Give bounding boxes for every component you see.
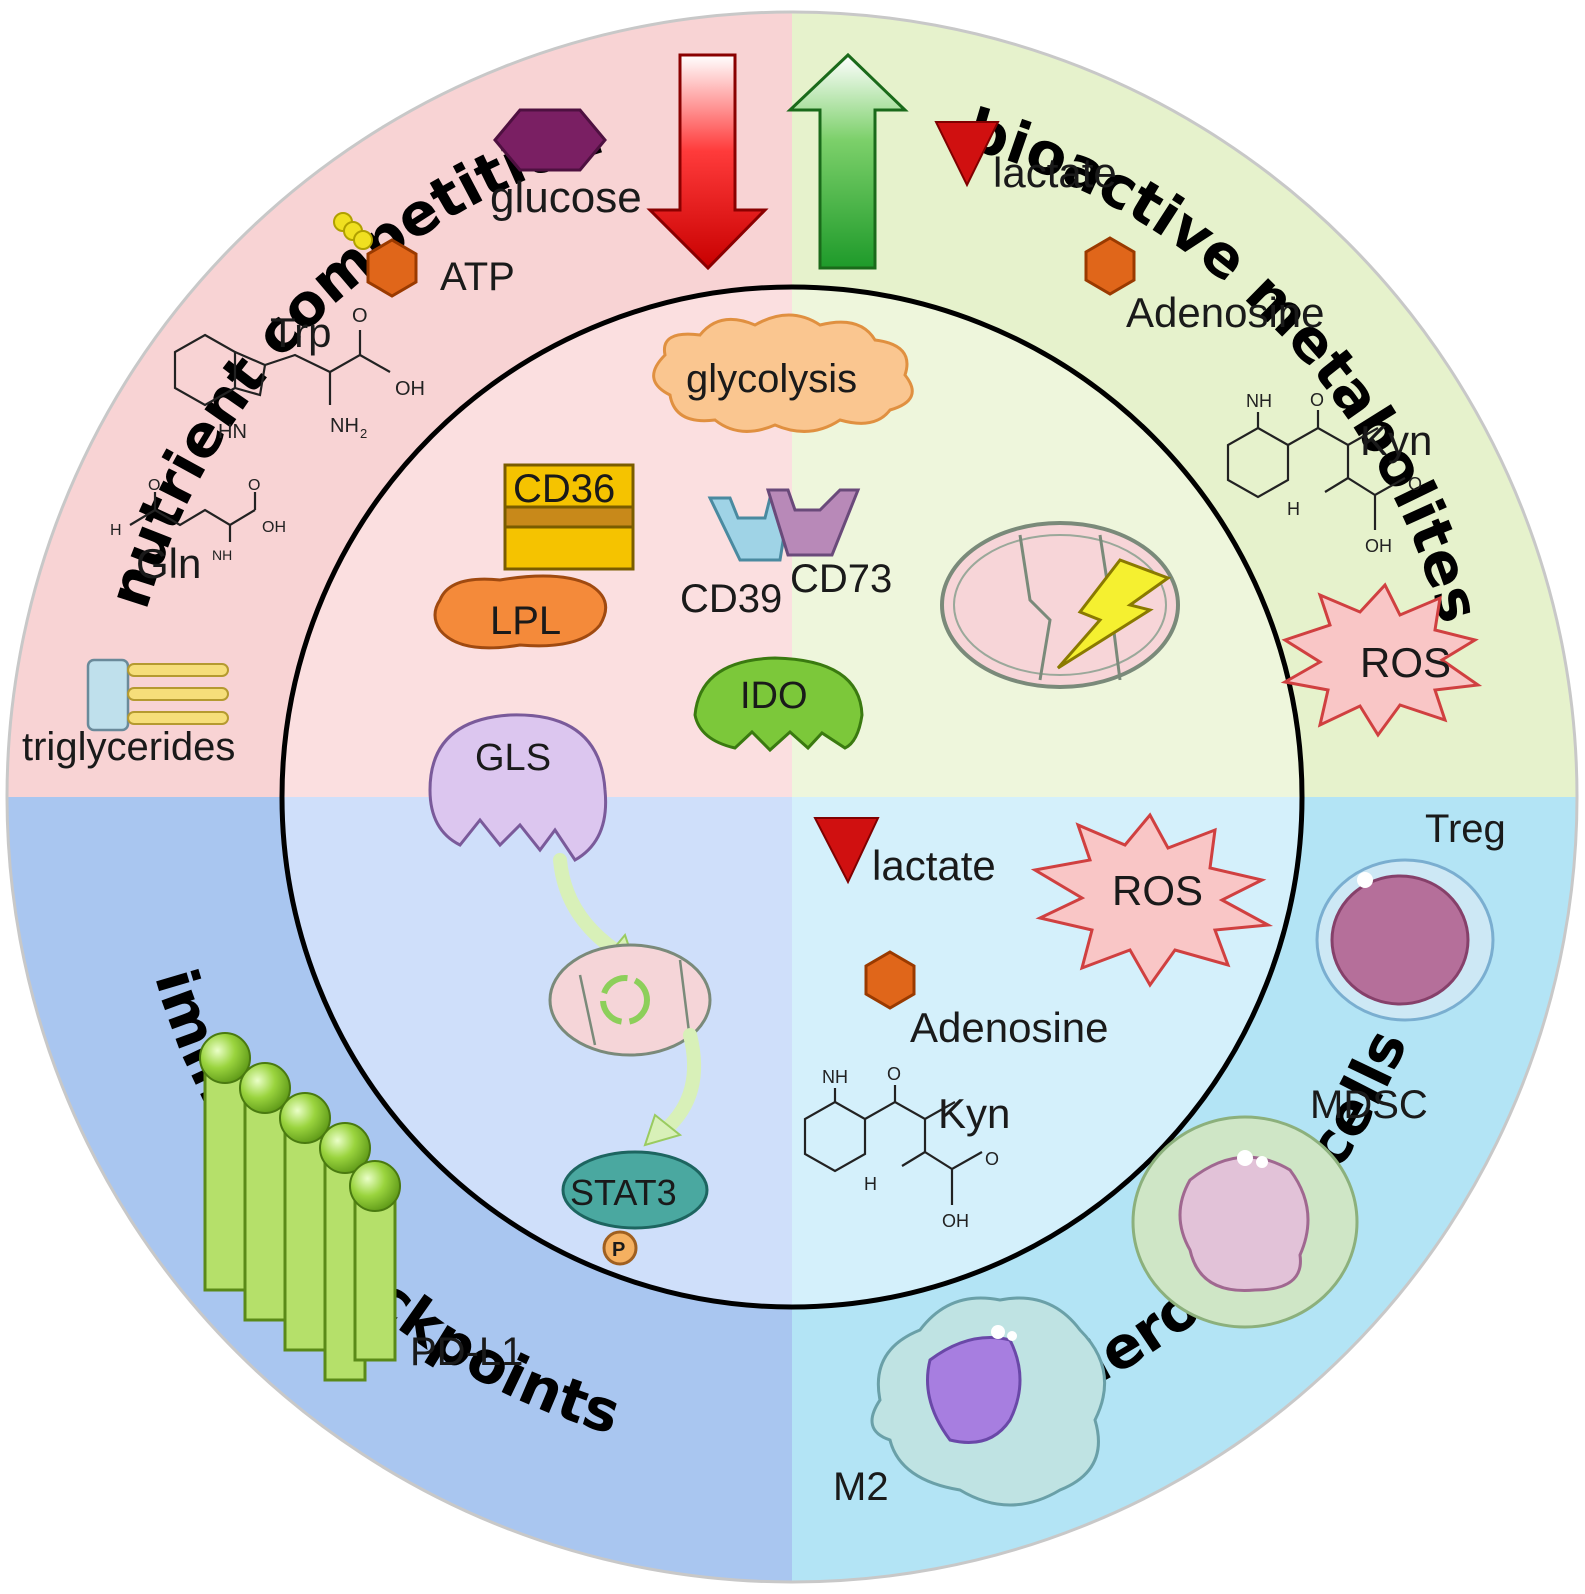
svg-text:O: O — [352, 305, 368, 327]
gln-label: Gln — [136, 540, 201, 587]
lactate-top-label: lactate — [993, 149, 1117, 196]
lpl-enzyme-icon — [433, 574, 608, 650]
stat3-icon — [561, 1150, 709, 1230]
mitochondrion-small-icon — [548, 943, 712, 1057]
ros-burst-bottom-icon — [1030, 812, 1274, 988]
gls-label: GLS — [475, 737, 551, 779]
trp-structure: OH O HN NH 2 — [173, 305, 425, 443]
svg-text:NH: NH — [822, 1067, 848, 1087]
cd36-receptor-icon — [503, 463, 635, 571]
cd39-label: CD39 — [680, 577, 782, 621]
svg-text:2: 2 — [360, 426, 367, 441]
svg-text:O: O — [1310, 390, 1324, 410]
glucose-label: glucose — [490, 173, 642, 222]
flow-arrowhead-2 — [643, 1113, 683, 1147]
kyn-top-label: Kyn — [1360, 417, 1432, 464]
flow-arrow-2 — [658, 1028, 702, 1137]
lactate-triangle-bottom-icon — [813, 817, 880, 885]
m2-macrophage-icon — [870, 1296, 1107, 1507]
glycolysis-label: glycolysis — [686, 357, 857, 401]
mdsc-label: MDSC — [1310, 1083, 1428, 1127]
adenosine-top-label: Adenosine — [1126, 289, 1325, 336]
svg-text:H: H — [110, 522, 122, 539]
svg-text:OH: OH — [942, 1211, 969, 1231]
stat3-label: STAT3 — [570, 1172, 677, 1213]
m2-label: M2 — [833, 1465, 889, 1509]
ido-enzyme-icon — [693, 656, 864, 753]
kyn-top-structure: NH O H O OH — [1226, 390, 1422, 556]
lpl-label: LPL — [490, 599, 561, 643]
svg-text:O: O — [985, 1149, 999, 1169]
treg-cell-icon — [1315, 858, 1495, 1022]
ros-burst-top-icon — [1280, 582, 1483, 738]
adenosine-hexagon-icon — [1084, 236, 1136, 296]
phospho-label: P — [612, 1239, 625, 1261]
svg-text:NH: NH — [1246, 391, 1272, 411]
svg-text:O: O — [148, 477, 160, 494]
kyn-bottom-structure: NH O H O OH — [803, 1064, 999, 1231]
trp-label: Trp — [270, 309, 331, 356]
triglyceride-icon — [86, 658, 229, 732]
ido-label: IDO — [740, 675, 808, 717]
ros-bottom-label: ROS — [1112, 867, 1203, 914]
flow-arrow-1 — [553, 853, 622, 957]
phospho-icon — [602, 1230, 638, 1266]
lactate-bottom-label: lactate — [872, 842, 996, 889]
svg-text:OH: OH — [395, 378, 425, 400]
inner-border — [279, 284, 1305, 1310]
mdsc-cell-icon — [1131, 1115, 1359, 1329]
svg-text:HN: HN — [218, 421, 247, 443]
outer-border — [5, 10, 1579, 1584]
pdl1-receptor-icon — [199, 1032, 401, 1382]
up-arrow-icon — [786, 52, 909, 270]
adenosine-hexagon-bottom-icon — [864, 950, 916, 1010]
mitochondrion-icon — [940, 521, 1180, 689]
cd73-icon — [765, 488, 861, 557]
cd73-label: CD73 — [790, 557, 892, 601]
down-arrow-icon — [646, 53, 769, 271]
svg-text:OH: OH — [262, 519, 286, 536]
atp-icon — [333, 212, 418, 298]
lightning-icon — [1056, 558, 1172, 670]
svg-text:H: H — [864, 1174, 877, 1194]
atp-label: ATP — [440, 255, 515, 299]
ros-top-label: ROS — [1360, 639, 1451, 686]
gls-enzyme-icon — [428, 713, 608, 862]
svg-text:NH: NH — [212, 547, 232, 563]
gln-structure: H O O OH NH — [110, 477, 286, 563]
svg-text:NH: NH — [330, 415, 359, 437]
cd36-label: CD36 — [513, 467, 615, 511]
svg-text:OH: OH — [1365, 536, 1392, 556]
triglycerides-label: triglycerides — [22, 725, 235, 769]
glucose-hexagon-icon — [493, 108, 607, 172]
adenosine-bottom-label: Adenosine — [910, 1004, 1109, 1051]
kyn-bottom-label: Kyn — [938, 1090, 1010, 1137]
svg-text:O: O — [1408, 474, 1422, 494]
svg-text:O: O — [887, 1064, 901, 1084]
pdl1-label: PD-L1 — [410, 1330, 523, 1374]
glycolysis-cloud-icon — [652, 313, 914, 433]
lactate-triangle-icon — [934, 121, 1000, 188]
svg-text:H: H — [1287, 499, 1300, 519]
treg-label: Treg — [1425, 807, 1506, 851]
svg-text:O: O — [248, 477, 260, 494]
